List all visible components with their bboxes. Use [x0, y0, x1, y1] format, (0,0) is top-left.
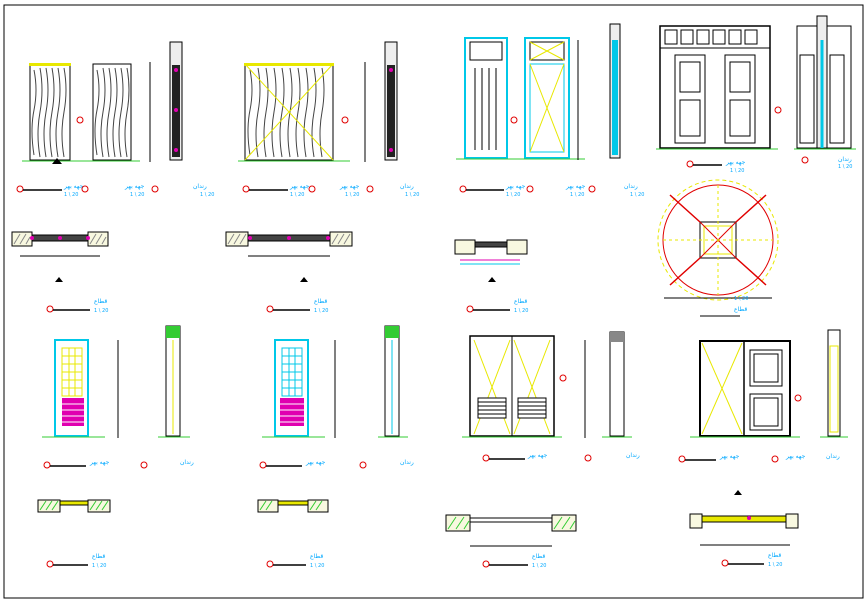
plan-label: ﻗﻄﺎﻉ [734, 306, 747, 313]
plan-section-row4 [37, 490, 799, 547]
scale-label: 1 \ 20 [345, 192, 359, 198]
row4-plan-labels: ﻗﻄﺎﻉ 1 \ 20 ﻗﻄﺎﻉ 1 \ 20 ﻗﻄﺎﻉ 1 \ 20 ﻗﻄﺎﻉ… [46, 552, 782, 569]
title-label: ﺟﻬﻪ ﺑﻬﺮ [505, 183, 526, 190]
scale-label: 1 \ 20 [506, 192, 520, 198]
scale-label: 1 \ 20 [730, 168, 744, 174]
plan-label: ﻗﻄﺎﻉ [94, 298, 107, 305]
title-label: ﺟﻬﻪ ﺑﻬﺮ [719, 453, 740, 460]
scale-label: 1 \ 20 [838, 164, 852, 170]
title-label: ﺟﻬﻪ ﺑﻬﺮ [63, 183, 84, 190]
plan-scale: 1 \ 20 [310, 563, 324, 569]
title-label: ﺟﻬﻪ ﺑﻬﺮ [289, 183, 310, 190]
scale-label: 1 \ 20 [290, 192, 304, 198]
title-label: ﺭﻧﺪﺍﻥ [400, 459, 414, 466]
scale-label: 1 \ 20 [130, 192, 144, 198]
title-label: ﺭﻧﺪﺍﻥ [193, 183, 207, 190]
title-label: ﺭﻧﺪﺍﻥ [400, 183, 414, 190]
title-label: ﺭﻧﺪﺍﻥ [624, 183, 638, 190]
title-label: ﺟﻬﻪ ﺑﻬﺮ [124, 183, 145, 190]
scale-label: 1 \ 20 [64, 192, 78, 198]
plan-scale: 1 \ 20 [768, 562, 782, 568]
door-elevation-group-3 [456, 23, 621, 160]
door-elevation-group-1 [22, 41, 183, 164]
title-label: ﺟﻬﻪ ﺑﻬﺮ [527, 452, 548, 459]
scale-label: 1 \ 20 [630, 192, 644, 198]
plan-label: ﻗﻄﺎﻉ [532, 553, 545, 560]
plan-scale: 1 \ 20 [92, 563, 106, 569]
scale-label: 1 \ 20 [405, 192, 419, 198]
plan-scale: 1 \ 20 [532, 563, 546, 569]
plan-scale: 1 \ 20 [314, 308, 328, 314]
title-label: ﺟﻬﻪ ﺑﻬﺮ [565, 183, 586, 190]
plan-section-row2 [11, 179, 779, 317]
title-label: ﺭﻧﺪﺍﻥ [626, 452, 640, 459]
row3-titles: ﺟﻬﻪ ﺑﻬﺮ ﺭﻧﺪﺍﻥ ﺟﻬﻪ ﺑﻬﺮ ﺭﻧﺪﺍﻥ ﺟﻬﻪ ﺑﻬﺮ ﺭﻧﺪﺍ… [43, 452, 840, 469]
sheet-border [3, 4, 864, 599]
title-label: ﺟﻬﻪ ﺑﻬﺮ [305, 459, 326, 466]
row2-plan-labels: ﻗﻄﺎﻉ 1 \ 20 ﻗﻄﺎﻉ 1 \ 20 ﻗﻄﺎﻉ 1 \ 20 ﻗﻄﺎﻉ… [46, 296, 748, 314]
title-label: ﺟﻬﻪ ﺑﻬﺮ [89, 459, 110, 466]
plan-label: ﻗﻄﺎﻉ [310, 553, 323, 560]
plan-label: ﻗﻄﺎﻉ [92, 553, 105, 560]
plan-label: ﻗﻄﺎﻉ [514, 298, 527, 305]
title-label: ﺭﻧﺪﺍﻥ [838, 156, 852, 163]
door-elevation-group-4 [656, 15, 856, 150]
door-elevation-group-5 [42, 325, 190, 438]
plan-scale: 1 \ 20 [94, 308, 108, 314]
plan-label: ﻗﻄﺎﻉ [314, 298, 327, 305]
title-label: ﺭﻧﺪﺍﻥ [180, 459, 194, 466]
row1-titles: ﺟﻬﻪ ﺑﻬﺮ 1 \ 20 ﺟﻬﻪ ﺑﻬﺮ 1 \ 20 ﺭﻧﺪﺍﻥ 1 \ … [16, 156, 852, 198]
door-elevation-group-2 [238, 41, 398, 162]
plan-scale: 1 \ 20 [734, 296, 748, 302]
title-label: ﺭﻧﺪﺍﻥ [826, 453, 840, 460]
door-elevation-group-7 [462, 331, 632, 438]
title-label: ﺟﻬﻪ ﺑﻬﺮ [339, 183, 360, 190]
plan-scale: 1 \ 20 [514, 308, 528, 314]
door-elevation-group-6 [262, 325, 408, 438]
door-elevation-group-8 [690, 329, 848, 438]
title-label: ﺟﻬﻪ ﺑﻬﺮ [725, 159, 746, 166]
scale-label: 1 \ 20 [570, 192, 584, 198]
plan-label: ﻗﻄﺎﻉ [768, 552, 781, 559]
title-label: ﺟﻬﻪ ﺑﻬﺮ [785, 453, 806, 460]
scale-label: 1 \ 20 [200, 192, 214, 198]
